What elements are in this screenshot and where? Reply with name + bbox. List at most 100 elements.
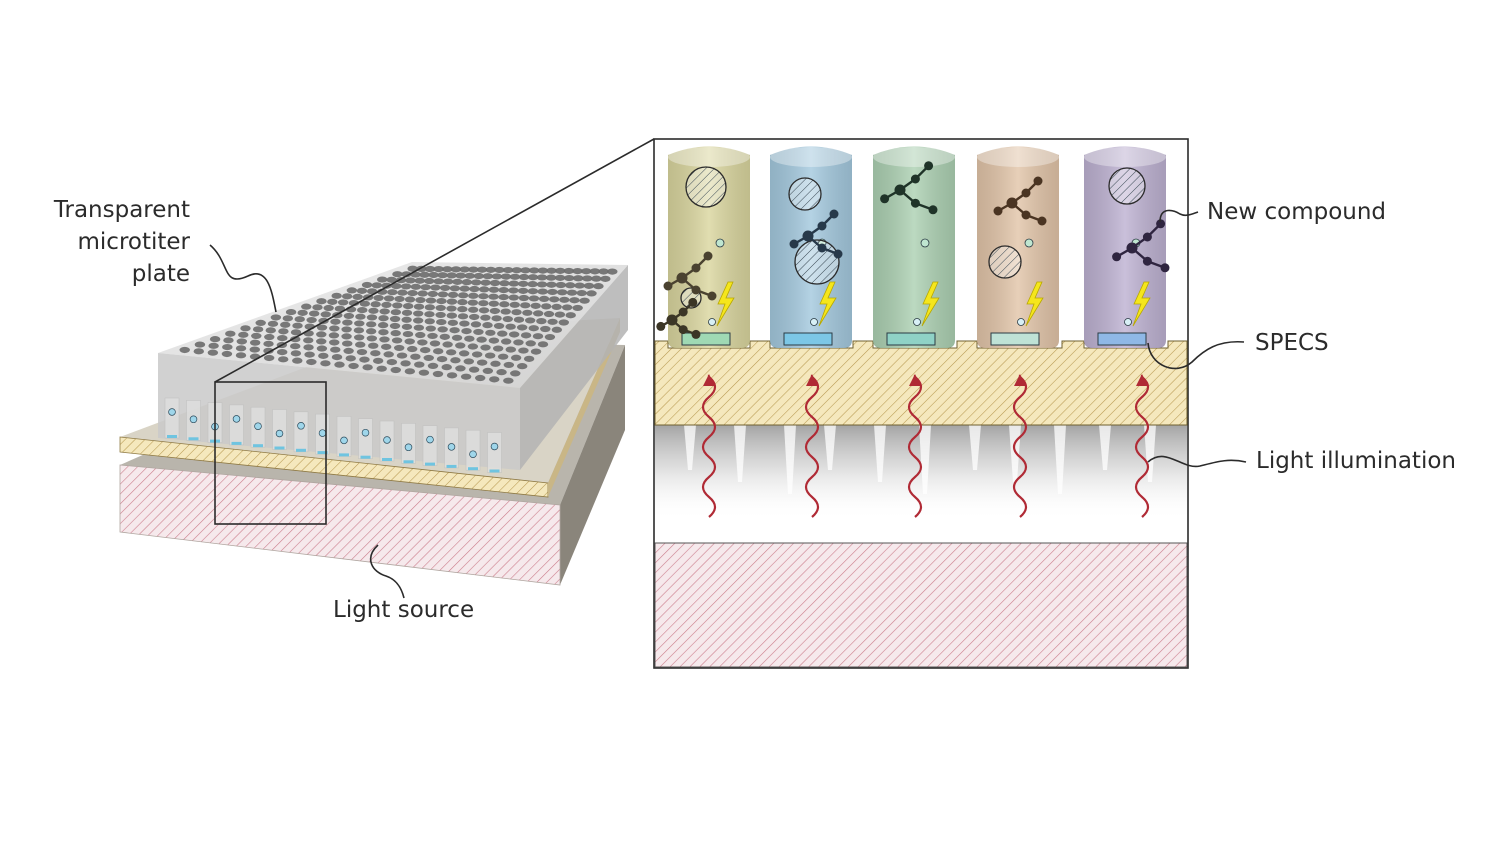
plate-well: [467, 299, 479, 306]
plate-well: [265, 327, 276, 334]
plate-well: [496, 369, 507, 376]
plate-well: [378, 329, 389, 336]
atom: [656, 321, 666, 331]
plate-well: [423, 354, 434, 362]
plate-well: [478, 293, 489, 300]
plate-well: [467, 343, 479, 350]
plate-well: [554, 311, 566, 318]
plate-well: [471, 279, 482, 286]
atom: [833, 249, 843, 259]
plate-well: [582, 275, 593, 282]
plate-well: [524, 317, 536, 324]
front-well: [336, 416, 352, 457]
plate-well: [341, 293, 353, 300]
plate-well: [370, 350, 381, 357]
plate-well: [457, 313, 469, 320]
atom: [993, 206, 1003, 216]
light-wave: [907, 374, 923, 518]
plate-well: [468, 266, 479, 273]
plate-well: [476, 336, 487, 343]
plate-well: [572, 267, 583, 275]
glow-streak: [684, 425, 696, 470]
plate-well: [473, 328, 484, 336]
plate-well: [386, 276, 397, 283]
plate-well: [357, 307, 368, 314]
plate-well: [494, 266, 505, 274]
plate-well: [558, 319, 569, 326]
plate-well: [194, 341, 206, 348]
bubble: [469, 450, 477, 458]
bubble: [318, 429, 327, 437]
plate-well: [518, 273, 530, 281]
plate-well: [554, 274, 566, 281]
well-rim: [668, 147, 750, 167]
plate-well: [394, 295, 405, 303]
plate-well: [389, 315, 401, 323]
molecule-icon: [656, 297, 701, 339]
well-rim: [873, 147, 955, 167]
plate-well: [508, 280, 520, 287]
plate-well: [442, 341, 453, 348]
plate-well: [389, 322, 401, 330]
plate-well: [316, 331, 327, 338]
specs-pad: [990, 332, 1040, 346]
plate-well: [446, 372, 458, 379]
plate-well: [543, 310, 555, 318]
plate-well: [520, 332, 532, 339]
atom: [1160, 263, 1170, 273]
glow-streak: [919, 425, 931, 494]
plate-well: [235, 352, 247, 359]
plate-well: [303, 330, 314, 337]
plate-well: [207, 349, 219, 356]
specs-pad: [231, 441, 242, 445]
plate-well: [482, 273, 494, 280]
plate-well: [464, 335, 475, 342]
plate-well: [442, 278, 454, 285]
atom: [688, 297, 698, 307]
plate-well: [345, 355, 356, 362]
plate-well: [355, 313, 366, 320]
plate-well: [359, 356, 370, 363]
front-well: [293, 411, 309, 453]
plate-well: [392, 302, 403, 309]
plate-well: [368, 342, 379, 349]
plate-well: [555, 281, 567, 289]
new-compound-callout-line: [1159, 209, 1199, 223]
plate-well: [290, 350, 302, 357]
arrow-head: [703, 374, 715, 386]
plate-well: [523, 355, 535, 362]
bubble: [404, 443, 413, 452]
plate-well: [381, 282, 392, 289]
plate-well: [263, 347, 274, 354]
plate-well: [488, 293, 499, 300]
plate-well: [581, 268, 592, 275]
plate-well: [503, 361, 515, 369]
specs-pad: [681, 332, 731, 346]
plate-well: [416, 265, 427, 272]
plate-well: [334, 305, 346, 312]
plate-well: [356, 348, 368, 356]
plate-well: [282, 315, 294, 322]
plate-well: [461, 327, 472, 335]
molecule-icon: [993, 176, 1047, 226]
plate-well: [547, 318, 558, 325]
plate-well: [278, 328, 289, 335]
plate-well: [404, 338, 415, 345]
plate-well: [476, 266, 488, 273]
plate-well: [297, 309, 308, 316]
reaction-wells: [656, 146, 1170, 348]
plate-well: [449, 327, 460, 334]
plate-well: [353, 327, 365, 334]
plate-well: [329, 325, 340, 332]
glow-streak: [969, 425, 981, 470]
plate-well: [457, 299, 468, 306]
plate-well: [530, 302, 541, 309]
plate-well: [410, 353, 421, 360]
plate-well: [450, 266, 462, 273]
front-well: [487, 432, 502, 473]
plate-well: [366, 321, 377, 328]
plate-well: [420, 284, 431, 291]
plate-well: [301, 303, 312, 310]
plate-well: [362, 364, 373, 371]
plate-well: [381, 343, 392, 350]
